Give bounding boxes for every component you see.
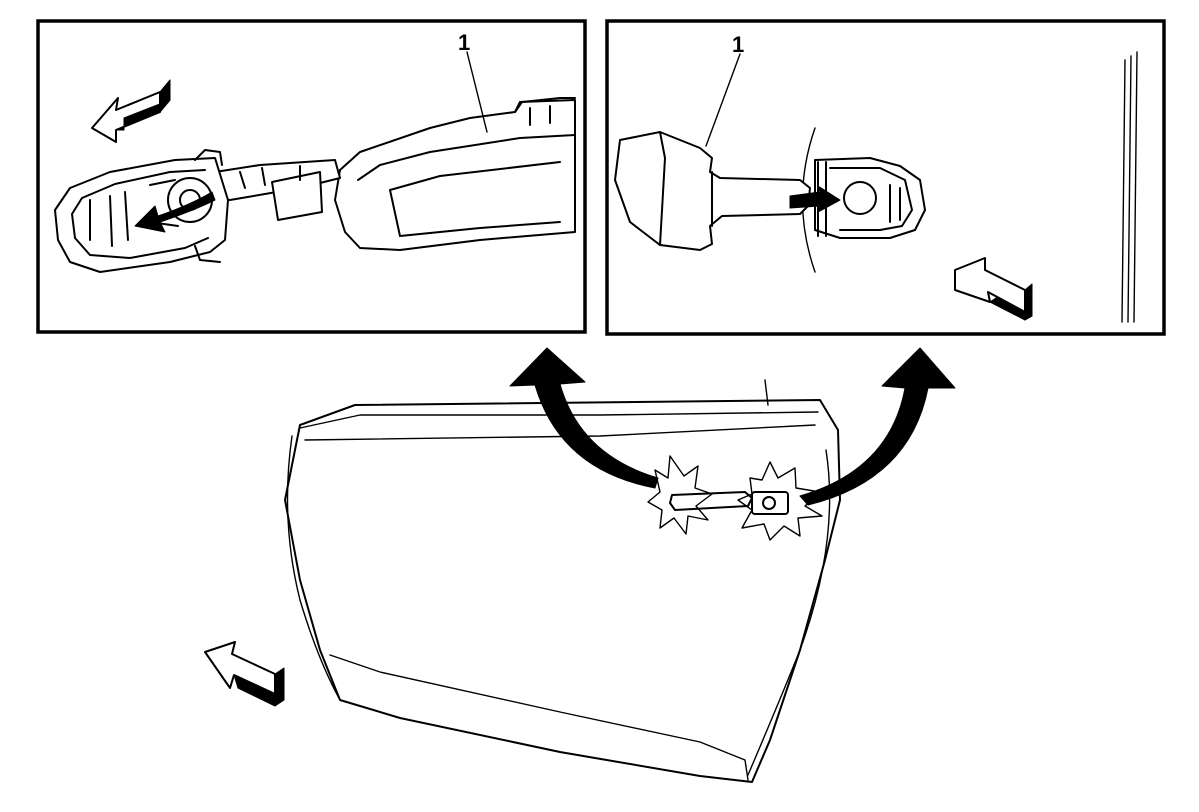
door-overview [204,347,956,783]
door-handle-lever-installed [614,131,811,251]
highlight-burst-right [737,461,823,541]
callout-1-left: 1 [458,30,488,133]
door-handle-lever [334,97,576,251]
callout-1-right: 1 [705,32,744,147]
handle-bezel-housing-right [789,157,926,239]
door-edge-lines [1121,51,1138,323]
direction-arrow-right-panel [954,257,1033,321]
location-arrow-to-right-panel [799,347,956,506]
door-belt-line [299,411,819,429]
direction-arrow-door [204,641,285,707]
door-outer-outline [284,399,841,783]
handle-bezel-housing [54,149,229,273]
right-detail-panel: 1 [605,19,1166,336]
callout-label-left: 1 [458,30,470,55]
location-arrow-to-left-panel [509,347,659,489]
door-handle-on-door [669,491,789,515]
door-lower-crease [329,654,749,781]
callout-label-right: 1 [732,32,744,57]
direction-arrow-left-panel [91,79,171,143]
left-detail-panel: 1 [36,19,587,334]
highlight-burst-left [647,455,713,535]
